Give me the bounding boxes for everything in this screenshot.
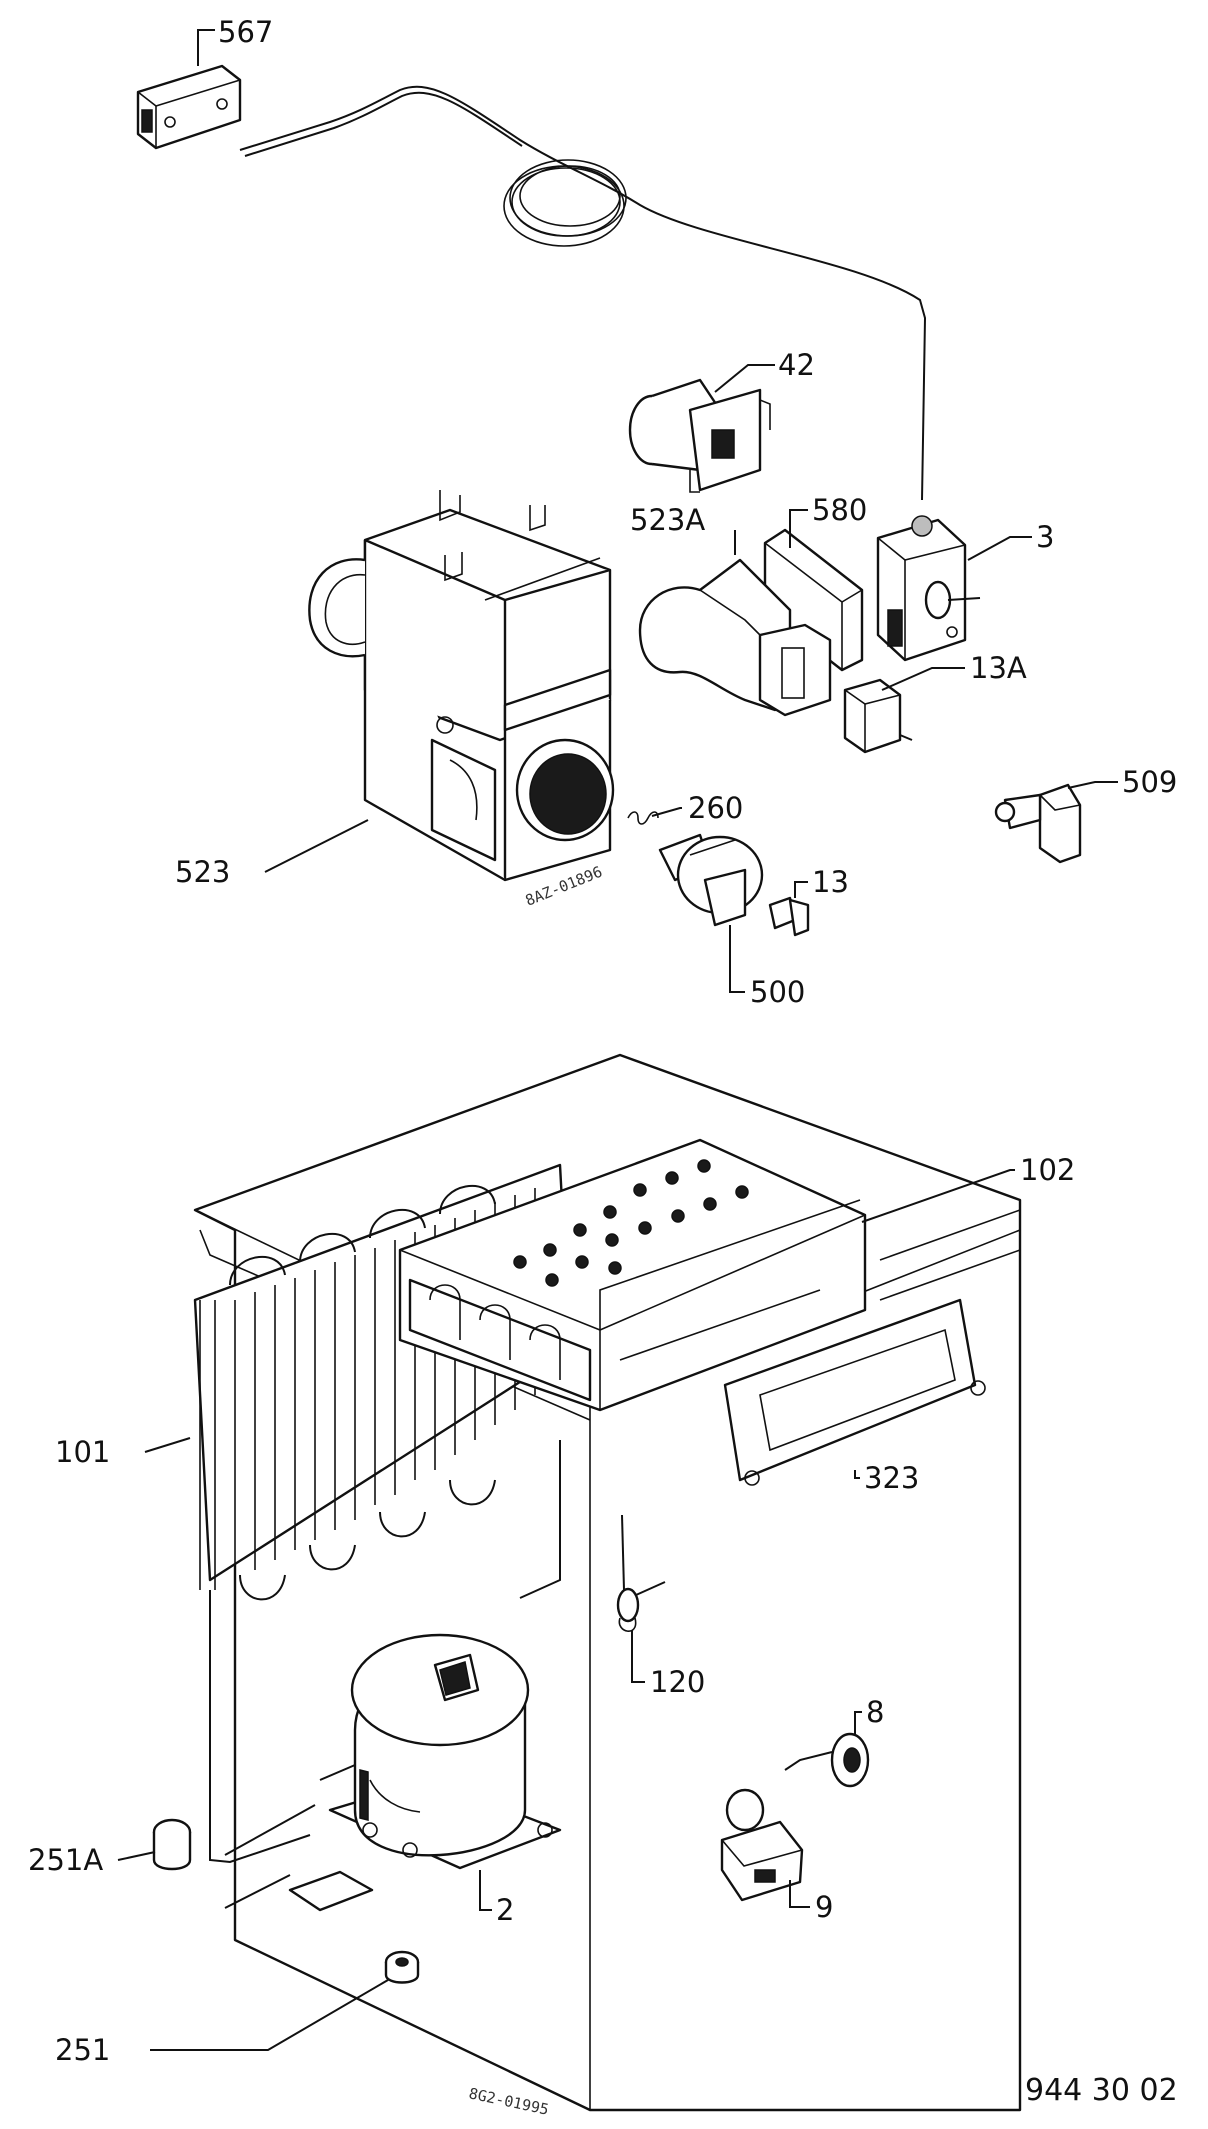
callout-labels: 567 42 523A 580 3 13A 509 260 13 500 523… [28,15,1177,2067]
leader-lines [117,29,1118,2051]
callout-523A: 523A [630,503,705,537]
callout-523: 523 [175,855,230,889]
callout-102: 102 [1020,1153,1075,1187]
callout-500: 500 [750,975,805,1009]
callout-323: 323 [864,1461,919,1495]
part-523-fan-housing [308,490,615,882]
callout-3: 3 [1036,520,1054,554]
callout-42: 42 [778,348,815,382]
part-3-thermostat [876,515,981,662]
part-9-switch [720,1788,804,1902]
callout-260: 260 [688,791,743,825]
part-13A-lamp-cover [843,678,913,754]
part-251-foot [384,1950,420,1984]
part-523A-air-duct [638,558,832,717]
callout-101: 101 [55,1435,110,1469]
part-500-knob [658,833,764,927]
part-323-drain-frame [723,1298,986,1486]
callout-567: 567 [218,15,273,49]
part-567-bulb-clip [136,64,242,150]
part-2-compressor [224,1633,562,1912]
part-260-spring [627,811,659,825]
figure-number: 944 30 02 [1025,2073,1178,2108]
part-509-lamp-switch [994,783,1082,864]
part-102-evaporator-tray [398,1138,867,1412]
callout-13: 13 [812,865,849,899]
callout-251A: 251A [28,1843,103,1877]
callout-2: 2 [496,1893,514,1927]
capillary-tube [239,85,927,501]
drawing-stamp-bottom: 8G2-01995 [467,2084,550,2119]
callout-9: 9 [815,1890,833,1924]
callout-8: 8 [866,1695,884,1729]
callout-13A: 13A [970,651,1027,685]
part-42-fan-motor [628,378,771,493]
callout-509: 509 [1122,765,1177,799]
callout-580: 580 [812,493,867,527]
part-8-lamp-socket [784,1732,870,1788]
part-13-lamp [768,896,810,937]
callout-251: 251 [55,2033,110,2067]
part-251A-grommet [152,1818,192,1871]
callout-120: 120 [650,1665,705,1699]
part-120-clip [616,1514,666,1632]
